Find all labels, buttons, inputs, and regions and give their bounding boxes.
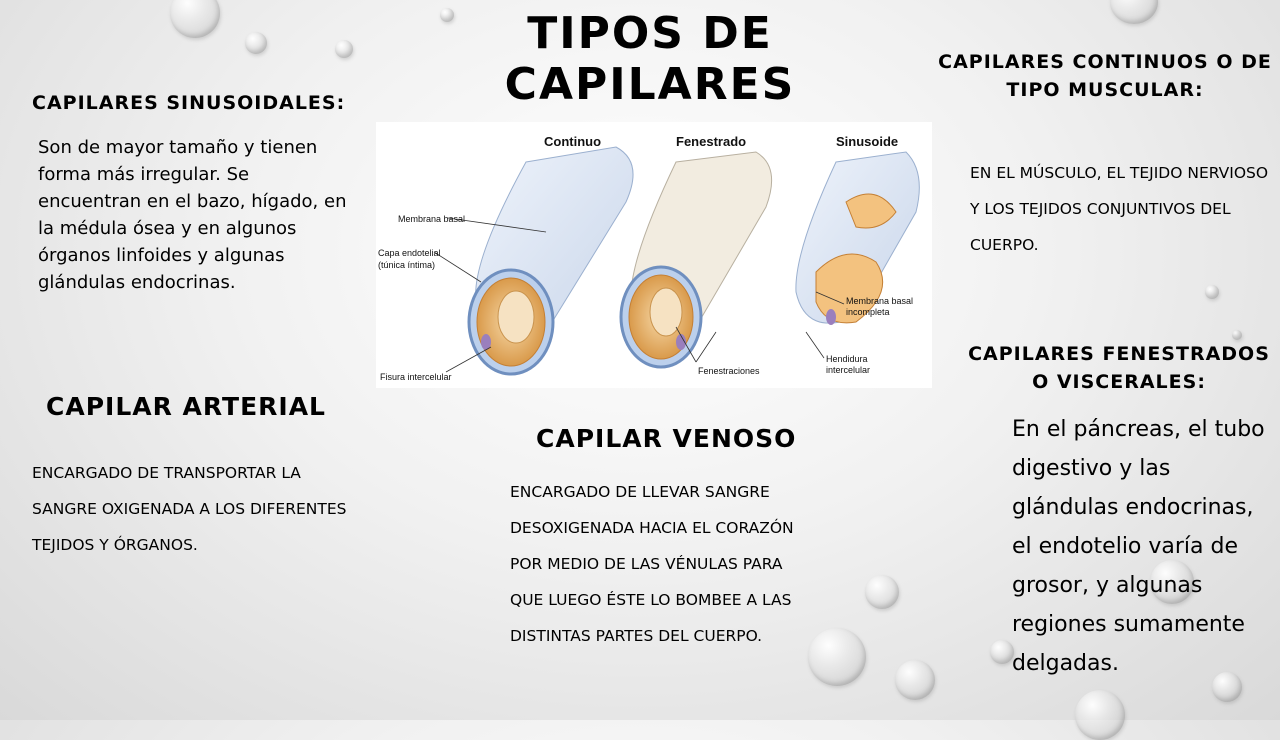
bubble [1110,0,1158,24]
label-hendidura-1: Hendidura [826,354,868,364]
arterial-heading: Capilar arterial [46,392,326,421]
label-fenestraciones: Fenestraciones [698,366,760,376]
bubble [1212,672,1242,702]
sinusoid-capillary [795,151,920,325]
continuous-capillary [467,146,634,376]
header-continuo: Continuo [544,134,601,149]
fenestrados-heading: Capilares fenestrados o viscerales: [968,343,1270,393]
bubble [865,575,899,609]
bubble [245,32,267,54]
bubble [1075,690,1125,740]
label-membrana-incompleta-2: incompleta [846,307,890,317]
sinusoidales-body: Son de mayor tamaño y tienen forma más i… [38,137,347,293]
sinusoidales-heading: Capilares sinusoidales: [32,92,346,114]
label-fisura-intercelular: Fisura intercelular [380,372,452,382]
label-membrana-basal: Membrana basal [398,214,465,224]
label-capa-endotelial: Capa endotelial [378,248,441,258]
header-sinusoide: Sinusoide [836,134,898,149]
bubble [808,628,866,686]
header-fenestrado: Fenestrado [676,134,746,149]
bubble [990,640,1014,664]
venoso-heading: Capilar venoso [536,424,797,453]
page-title: Tipos de capilares [504,8,796,110]
bubble [1205,285,1219,299]
bubble [1232,330,1242,340]
continuos-heading: Capilares continuos o de tipo muscular: [938,51,1272,101]
label-hendidura-2: intercelular [826,365,870,375]
label-membrana-incompleta-1: Membrana basal [846,296,913,306]
bubble [335,40,353,58]
bubble [170,0,220,38]
venoso-body: Encargado de llevar sangre desoxigenada … [510,483,794,645]
continuos-body: En el músculo, el tejido nervioso y los … [970,164,1269,254]
bubble [1150,560,1194,604]
fenestrated-capillary [619,151,773,369]
arterial-body: Encargado de transportar la sangre oxige… [32,464,347,554]
bubble [440,8,454,22]
label-tunica-intima: (túnica íntima) [378,260,435,270]
bubble [895,660,935,700]
capillary-types-diagram: Continuo Fenestrado Sinusoide [376,122,932,388]
fenestrados-body: En el páncreas, el tubo digestivo y las … [1012,417,1265,676]
capillary-diagram-svg: Continuo Fenestrado Sinusoide [378,134,920,382]
